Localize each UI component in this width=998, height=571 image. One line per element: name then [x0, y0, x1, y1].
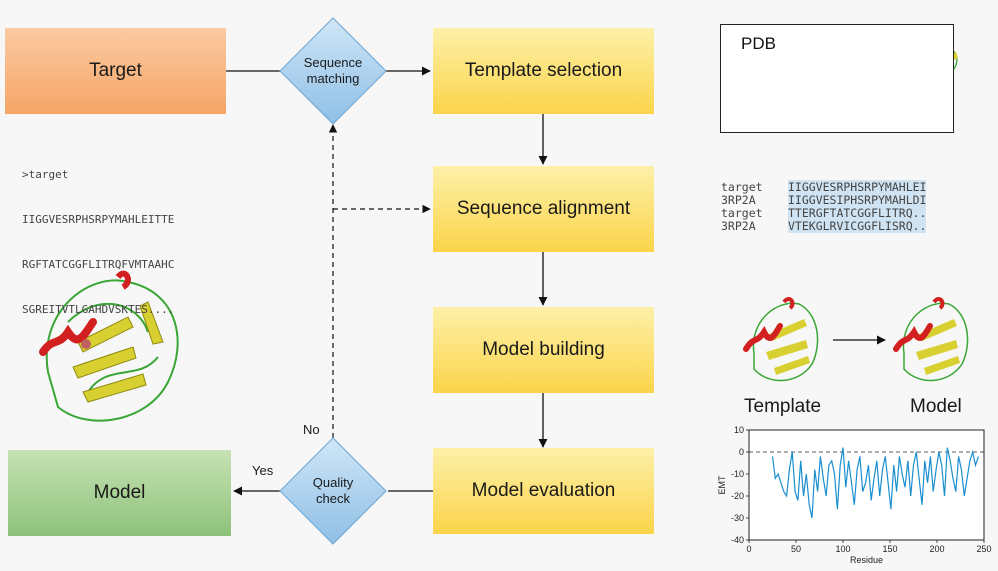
y-tick-label: -40: [731, 535, 744, 545]
x-tick-label: 100: [835, 544, 850, 554]
alignment-name: 3RP2A: [721, 193, 756, 207]
alignment-sequence-4: VTEKGLRVICGGFLISRQ..: [788, 219, 927, 233]
sequence-matching-label: Sequence matching: [288, 55, 378, 87]
sequence-alignment-label: Sequence alignment: [456, 198, 631, 219]
y-tick-label: 10: [734, 425, 744, 435]
yes-label: Yes: [252, 463, 274, 478]
x-tick-label: 250: [976, 544, 991, 554]
pdb-database-box: [720, 24, 954, 133]
alignment-sequence-1: IIGGVESRPHSRPYMAHLEI: [788, 180, 927, 194]
target-label: Target: [89, 60, 142, 81]
alignment-name: 3RP2A: [721, 219, 756, 233]
x-axis-label: Residue: [850, 555, 883, 565]
sequence-line-4: SGREITVTLGAHDVSKTES....: [22, 303, 175, 316]
model-building-box: Model building: [433, 307, 654, 393]
alignment-name: target: [721, 206, 763, 220]
sequence-line-1: >target: [22, 168, 69, 181]
x-tick-label: 0: [746, 544, 751, 554]
sequence-alignment-box: Sequence alignment: [433, 166, 654, 252]
template-caption: Template: [744, 396, 822, 417]
alignment-seq: IIGGVESRPHSRPYMAHLEI: [788, 180, 927, 194]
model-box: Model: [8, 450, 231, 536]
y-tick-label: -10: [731, 469, 744, 479]
alignment-name: target: [721, 180, 763, 194]
model-caption: Model: [910, 396, 962, 417]
alignment-sequence-2: IIGGVESIPHSRPYMAHLDI: [788, 193, 927, 207]
x-tick-label: 150: [882, 544, 897, 554]
chart-plot-area: [748, 429, 985, 541]
sequence-matching-line-2: matching: [306, 71, 360, 86]
sequence-line-3: RGFTATCGGFLITRQFVMTAAHC: [22, 258, 175, 271]
decision-diamond-quality: [279, 437, 387, 545]
y-tick-label: -30: [731, 513, 744, 523]
sequence-matching-line-1: Sequence: [303, 55, 363, 70]
y-tick-label: -20: [731, 491, 744, 501]
alignment-seq: TTERGFTATCGGFLITRQ..: [788, 206, 927, 220]
x-tick-label: 50: [791, 544, 801, 554]
no-label: No: [303, 422, 320, 437]
template-selection-label: Template selection: [464, 60, 623, 81]
quality-check-label: Quality check: [288, 475, 378, 507]
quality-check-line-1: Quality: [312, 475, 354, 490]
alignment-seq: VTEKGLRVICGGFLISRQ..: [788, 219, 927, 233]
model-label: Model: [93, 482, 146, 503]
model-evaluation-label: Model evaluation: [471, 480, 616, 501]
emt-series-line: [771, 447, 979, 519]
target-sequence: >target IIGGVESRPHSRPYMAHLEITTE RGFTATCG…: [22, 137, 174, 347]
alignment-sequence-3: TTERGFTATCGGFLITRQ..: [788, 206, 927, 220]
x-tick-label: 200: [929, 544, 944, 554]
model-structure-icon: [893, 297, 969, 382]
decision-diamond-matching: [279, 17, 387, 125]
alignment-row: 3RP2A: [721, 220, 756, 233]
y-axis-label: EMT: [717, 475, 727, 495]
alignment-seq: IIGGVESIPHSRPYMAHLDI: [788, 193, 927, 207]
alignment-row: target: [721, 181, 829, 194]
template-selection-box: Template selection: [433, 28, 654, 114]
pdb-label: PDB: [741, 34, 776, 53]
protein-structure-illustration: [39, 270, 179, 422]
alignment-row: 3RP2A: [721, 194, 756, 207]
template-structure-icon: [743, 297, 819, 382]
quality-check-line-2: check: [316, 491, 350, 506]
alignment-row: target: [721, 207, 763, 220]
target-box: Target: [5, 28, 226, 114]
y-tick-label: 0: [739, 447, 744, 457]
sequence-line-2: IIGGVESRPHSRPYMAHLEITTE: [22, 213, 175, 226]
model-evaluation-box: Model evaluation: [433, 448, 654, 534]
model-building-label: Model building: [482, 339, 605, 360]
